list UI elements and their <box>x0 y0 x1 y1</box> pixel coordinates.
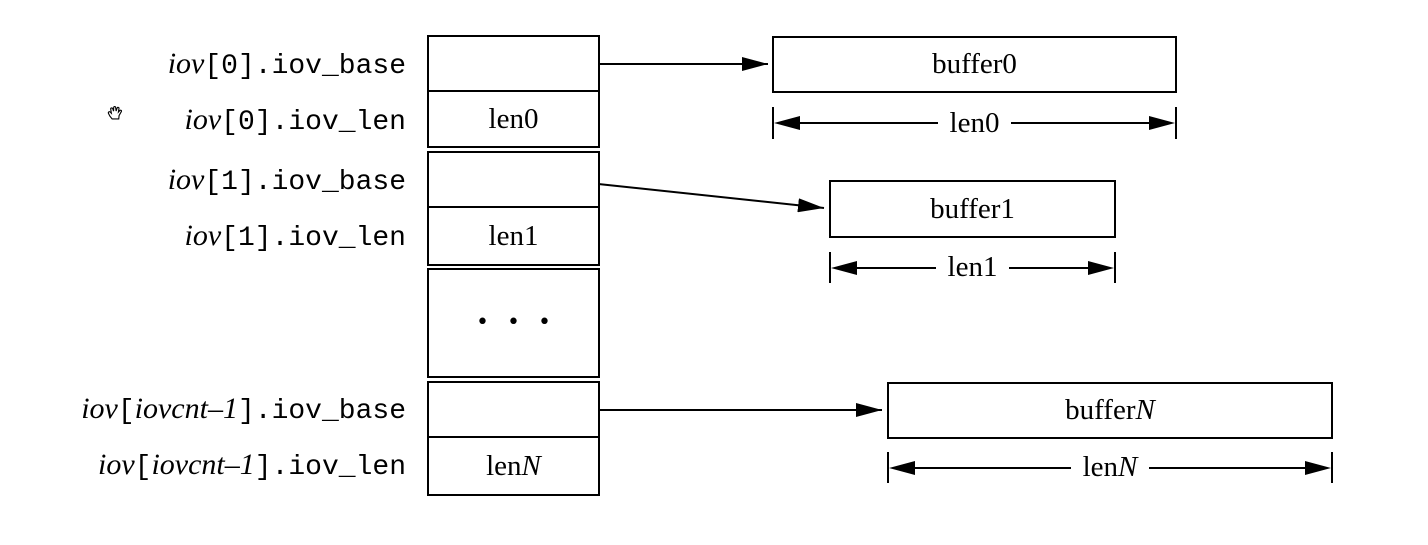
lenN-dimension-arrow: lenN <box>887 452 1333 483</box>
buffer1-box: buffer1 <box>829 180 1116 238</box>
buffer1-label: buffer1 <box>930 192 1015 225</box>
bracket: [ <box>134 452 152 483</box>
dimension-line <box>800 122 938 124</box>
iov-italic: iov <box>81 392 118 425</box>
member-text: [1].iov_base <box>204 167 406 198</box>
len-text: len0 <box>949 106 1000 139</box>
len-text-italic: N <box>1118 451 1138 483</box>
arrowhead-right-icon <box>1149 116 1175 130</box>
array-box-0: len0 <box>427 35 600 148</box>
len0-label: len0 <box>949 106 1000 139</box>
member-text: [0].iov_base <box>204 51 406 82</box>
cell-iovN-base <box>429 383 598 438</box>
arrowhead-right-icon <box>1088 260 1114 275</box>
iov-italic: iov <box>167 163 205 196</box>
iov-italic: iov <box>184 103 222 136</box>
iov-italic: iov <box>167 47 205 80</box>
dimension-line <box>1009 266 1088 269</box>
dimension-line <box>1149 466 1305 469</box>
len-text: len <box>1082 451 1119 483</box>
bracket: [ <box>117 396 135 427</box>
grab-hand-cursor-icon <box>107 106 122 120</box>
cell-text: len1 <box>488 219 539 252</box>
label-iov1-base: iov[1].iov_base <box>167 163 406 198</box>
cell-iov0-len: len0 <box>429 92 598 146</box>
label-iovcnt-len: iov[iovcnt–1].iov_len <box>97 448 406 483</box>
member-text: ].iov_base <box>237 396 406 427</box>
cell-text: len0 <box>488 102 539 135</box>
cell-iov0-base <box>429 37 598 92</box>
member-text: [0].iov_len <box>221 107 406 138</box>
cell-text-italic: N <box>521 449 541 482</box>
lenN-label: lenN <box>1083 453 1138 482</box>
cell-text: len <box>486 449 522 482</box>
len1-dimension-arrow: len1 <box>829 252 1116 283</box>
arrowhead-left-icon <box>889 460 915 475</box>
iov-italic: iov <box>97 448 135 481</box>
dimension-line <box>857 266 936 269</box>
arrow-base1-to-buffer1 <box>569 180 825 213</box>
cell-iov1-base <box>429 153 598 208</box>
buffer0-box: buffer0 <box>772 36 1177 93</box>
buffer0-label: buffer0 <box>932 48 1017 80</box>
label-iov0-len: iov[0].iov_len <box>184 103 407 138</box>
index-italic: iovcnt–1 <box>151 448 255 481</box>
iov-italic: iov <box>184 219 222 252</box>
bufferN-label: buffer <box>1065 394 1136 426</box>
len1-label: len1 <box>948 253 998 282</box>
member-text: ].iov_len <box>254 452 406 483</box>
arrowhead-right-icon <box>1305 460 1331 475</box>
label-iov1-len: iov[1].iov_len <box>184 219 407 254</box>
dimension-line <box>1011 122 1149 124</box>
member-text: [1].iov_len <box>221 223 406 254</box>
arrowhead-left-icon <box>774 116 800 130</box>
bufferN-label-italic: N <box>1135 394 1155 426</box>
len-text: len1 <box>947 251 998 283</box>
index-italic: iovcnt–1 <box>134 392 238 425</box>
label-iov0-base: iov[0].iov_base <box>167 47 406 82</box>
label-iovcnt-base: iov[iovcnt–1].iov_base <box>81 392 406 427</box>
ellipsis-dots: ••• <box>476 310 569 335</box>
arrowhead-left-icon <box>831 260 857 275</box>
cell-ellipsis: ••• <box>429 270 598 376</box>
dimension-line <box>915 466 1071 469</box>
len0-dimension-arrow: len0 <box>772 107 1177 139</box>
array-box-1: len1 <box>427 151 600 266</box>
cell-iov1-len: len1 <box>429 208 598 264</box>
array-box-ellipsis: ••• <box>427 268 600 378</box>
